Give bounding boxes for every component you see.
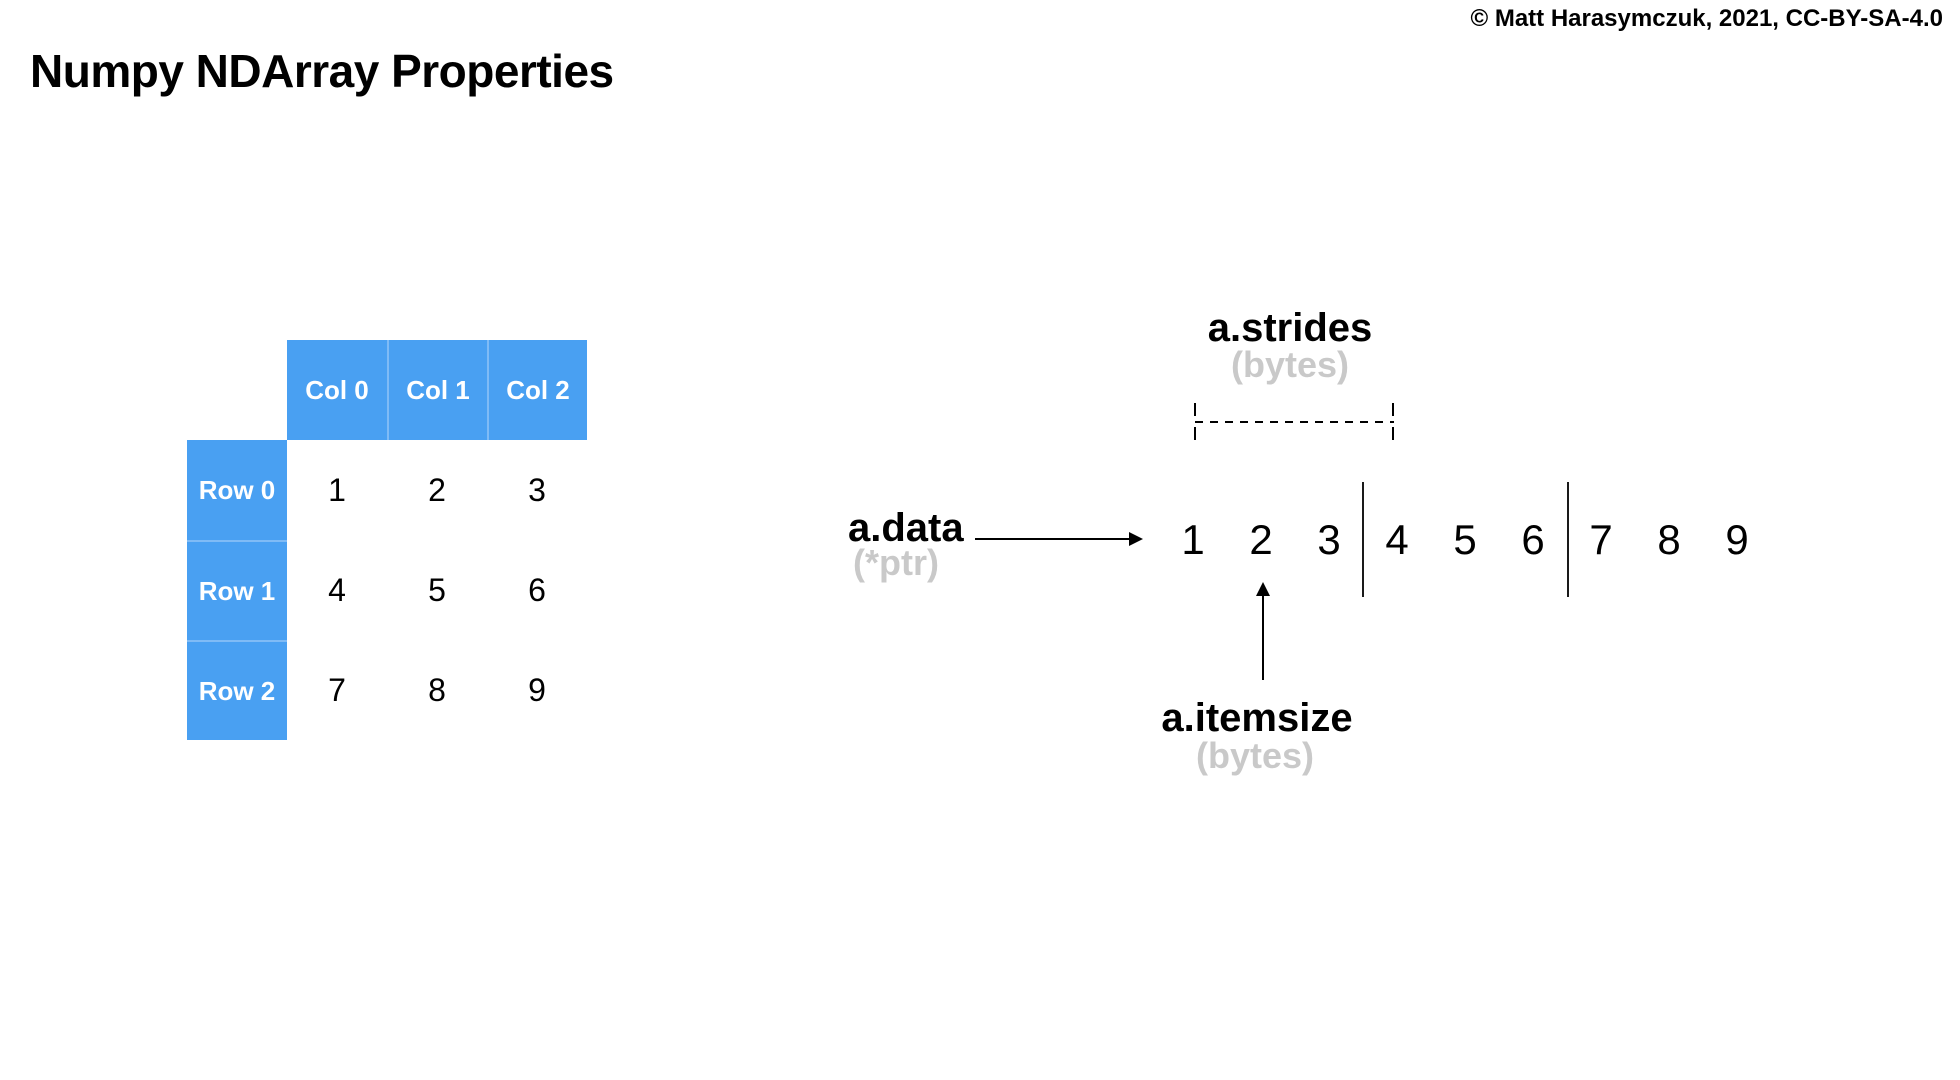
col-header-cell: Col 2 bbox=[487, 340, 587, 440]
col-header-cell: Col 1 bbox=[387, 340, 487, 440]
memory-cell: 8 bbox=[1657, 516, 1681, 563]
page-title: Numpy NDArray Properties bbox=[30, 45, 614, 97]
col-header-cell: Col 0 bbox=[287, 340, 387, 440]
memory-cell: 6 bbox=[1521, 516, 1545, 563]
data-arrow bbox=[975, 532, 1143, 546]
matrix-cell: 4 bbox=[328, 571, 346, 608]
memory-cell: 1 bbox=[1181, 516, 1205, 563]
matrix-cell: 1 bbox=[328, 471, 346, 508]
data-ptr-label: (*ptr) bbox=[853, 542, 939, 583]
memory-cell: 3 bbox=[1317, 516, 1341, 563]
row-header-cell: Row 1 bbox=[187, 540, 287, 640]
memory-cell: 9 bbox=[1725, 516, 1749, 563]
itemsize-arrow bbox=[1256, 582, 1270, 680]
strides-unit-label: (bytes) bbox=[1230, 344, 1350, 385]
memory-cell: 5 bbox=[1453, 516, 1477, 563]
matrix-table: Col 0 Col 1 Col 2 Row 0 1 2 3 Row 1 4 5 … bbox=[187, 340, 587, 740]
itemsize-unit-label: (bytes) bbox=[1195, 735, 1315, 776]
group-separator bbox=[1362, 482, 1364, 597]
bracket-right-tick bbox=[1392, 403, 1394, 440]
matrix-cell: 8 bbox=[428, 671, 446, 708]
group-separator bbox=[1567, 482, 1569, 597]
matrix-cell: 3 bbox=[528, 471, 546, 508]
data-label: a.data bbox=[848, 506, 964, 550]
row-header-cell: Row 0 bbox=[187, 440, 287, 540]
memory-cell: 7 bbox=[1589, 516, 1613, 563]
matrix-cell: 7 bbox=[328, 671, 346, 708]
matrix-corner-cell bbox=[187, 340, 287, 440]
copyright-notice: © Matt Harasymczuk, 2021, CC-BY-SA-4.0 bbox=[1470, 5, 1943, 32]
bracket-dashed-line bbox=[1195, 421, 1394, 423]
row-header-cell: Row 2 bbox=[187, 640, 287, 740]
matrix-cell: 5 bbox=[428, 571, 446, 608]
strides-label: a.strides bbox=[1207, 306, 1373, 350]
itemsize-label: a.itemsize bbox=[1161, 696, 1353, 740]
memory-cell: 2 bbox=[1249, 516, 1273, 563]
matrix-cell: 6 bbox=[528, 571, 546, 608]
memory-cell: 4 bbox=[1385, 516, 1409, 563]
matrix-cell: 2 bbox=[428, 471, 446, 508]
matrix-cell: 9 bbox=[528, 671, 546, 708]
